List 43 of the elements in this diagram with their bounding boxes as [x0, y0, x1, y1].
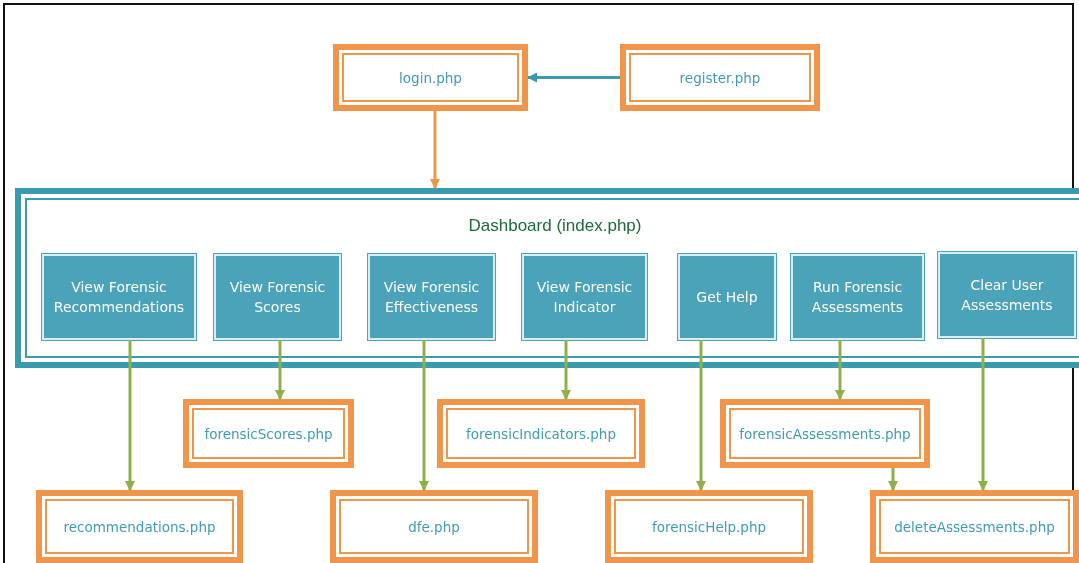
file-name: dfe.php [408, 518, 460, 535]
page-box [437, 399, 645, 468]
page-box [183, 399, 354, 468]
menu-button-box [522, 254, 647, 340]
arrow [695, 340, 707, 492]
page-box [720, 399, 930, 468]
file-name: login.php [399, 69, 462, 86]
menu-button-box [368, 254, 495, 340]
button-label: Clear User Assessments [960, 275, 1054, 315]
page-box [620, 44, 820, 111]
arrow [418, 340, 430, 492]
menu-button-box [42, 254, 196, 340]
menu-button-box [938, 252, 1076, 338]
dashboard-panel [15, 188, 1079, 368]
page-box [36, 490, 243, 563]
file-name: recommendations.php [63, 518, 216, 535]
file-name: register.php [679, 69, 761, 86]
menu-button-box [214, 254, 341, 340]
button-label: View Forensic Effectiveness [382, 277, 481, 317]
page-box [333, 44, 528, 111]
arrow [834, 340, 846, 401]
page-box [870, 490, 1079, 563]
page-box [605, 490, 813, 563]
file-name: forensicScores.php [204, 425, 333, 442]
button-label: Run Forensic Assessments [810, 277, 905, 317]
file-name: forensicIndicators.php [466, 425, 616, 442]
arrow [977, 338, 989, 492]
button-label: View Forensic Recommendations [52, 277, 186, 317]
arrow [560, 340, 572, 401]
file-name: forensicAssessments.php [739, 425, 911, 442]
file-name: deleteAssessments.php [894, 518, 1055, 535]
menu-button-box [678, 254, 776, 340]
menu-button-box [791, 254, 924, 340]
arrow [887, 468, 899, 492]
button-label: View Forensic Scores [228, 277, 327, 317]
arrow [429, 111, 441, 190]
panel-title: Dashboard (index.php) [468, 216, 642, 236]
button-label: View Forensic Indicator [535, 277, 634, 317]
button-label: Get Help [696, 287, 758, 307]
page-box [330, 490, 538, 563]
arrow [124, 340, 136, 492]
arrow [274, 340, 286, 401]
file-name: forensicHelp.php [651, 518, 767, 535]
